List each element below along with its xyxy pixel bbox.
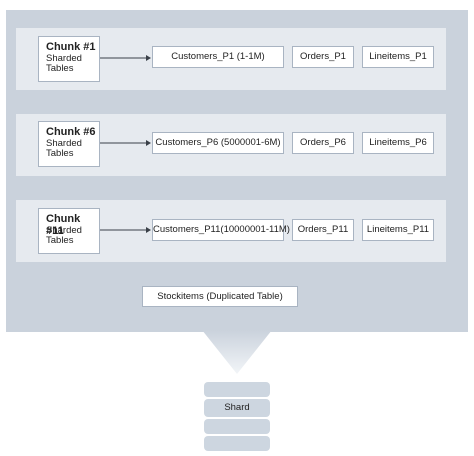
shard-disk-4 [204,436,270,451]
stockitems-duplicated-table: Stockitems (Duplicated Table) [142,286,298,307]
lineitems-p6-table: Lineitems_P6 [362,132,434,154]
chunk-11-title: Chunk #11 [46,213,81,237]
customers-p1-table: Customers_P1 (1-1M) [152,46,284,68]
customers-p11-table: Customers_P11(10000001-11M) [152,219,290,241]
chunk-6-title: Chunk #6 [46,126,96,138]
lineitems-p1-table: Lineitems_P1 [362,46,434,68]
orders-p6-table: Orders_P6 [292,132,354,154]
callout-pointer [202,330,272,374]
shard-disk-1 [204,382,270,397]
orders-p11-table: Orders_P11 [292,219,354,241]
shard-disk-2 [204,399,270,417]
shard-disk-3 [204,419,270,434]
shard-label: Shard [224,402,250,413]
lineitems-p11-table: Lineitems_P11 [362,219,434,241]
customers-p6-table: Customers_P6 (5000001-6M) [152,132,284,154]
chunk-11-arrow [100,227,151,233]
orders-p1-table: Orders_P1 [292,46,354,68]
chunk-6-arrow [100,140,151,146]
chunk-1-title: Chunk #1 [46,41,96,53]
chunk-1-arrow [100,55,151,61]
